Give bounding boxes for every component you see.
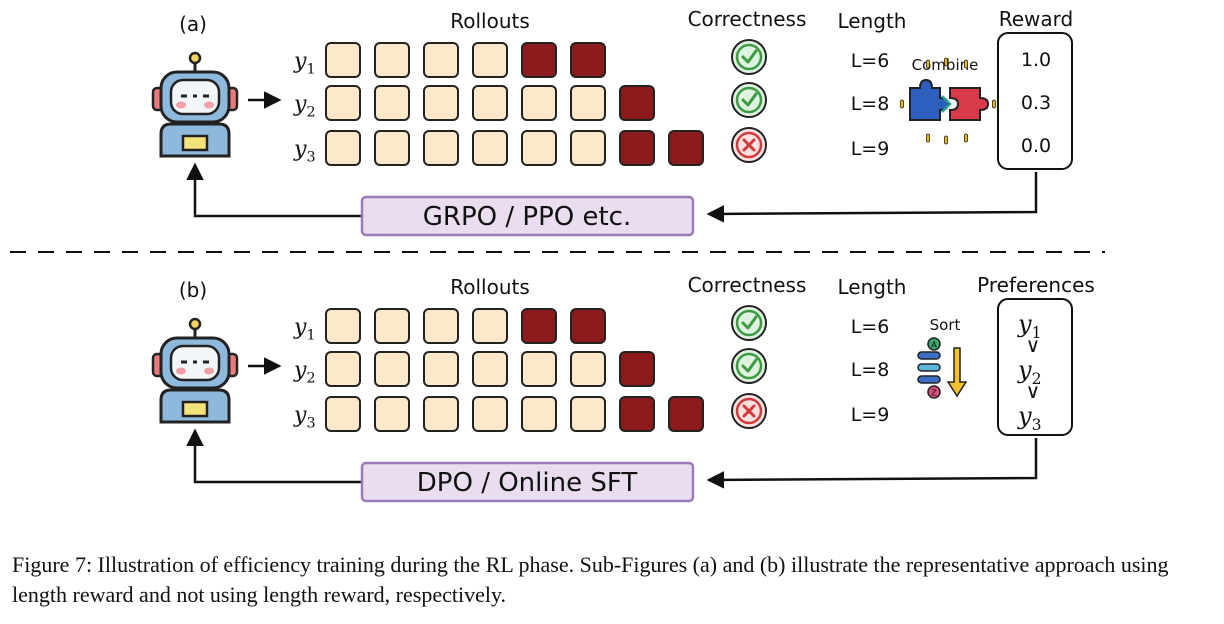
token-cell [424, 86, 458, 120]
token-cell [375, 86, 409, 120]
check-icon [732, 306, 766, 340]
token-cell [522, 131, 556, 165]
token-cell-incorrect [620, 86, 654, 120]
cross-icon [732, 394, 766, 428]
robot-icon [153, 53, 237, 156]
token-cell [424, 309, 458, 343]
token-cell [473, 397, 507, 431]
length-value: L=9 [851, 404, 890, 426]
length-value: L=6 [851, 50, 890, 72]
token-cell-incorrect [620, 397, 654, 431]
length-value: L=8 [851, 359, 890, 381]
correctness-title: Correctness [688, 7, 807, 31]
token-cell-incorrect [571, 309, 605, 343]
token-cell [473, 86, 507, 120]
robot-icon [153, 319, 237, 422]
token-cell [326, 86, 360, 120]
update-arrow [195, 432, 362, 482]
check-icon [732, 40, 766, 74]
reward-value: 0.0 [1021, 135, 1051, 157]
rollout-label: y3 [293, 137, 316, 166]
length-value: L=8 [851, 93, 890, 115]
rollout-label: y1 [293, 49, 316, 78]
rollout-label: y2 [293, 92, 316, 121]
token-cell [326, 352, 360, 386]
token-cell [571, 352, 605, 386]
token-cell [375, 397, 409, 431]
panel-b: (b) Rollouts Correctness Length Preferences y… [153, 273, 1095, 501]
method-label: DPO / Online SFT [417, 468, 638, 498]
sort-icon: AZ [918, 338, 966, 398]
right-column-title: Reward [999, 7, 1073, 31]
token-cell-incorrect [522, 309, 556, 343]
token-cell [326, 397, 360, 431]
token-cell [571, 86, 605, 120]
preference-separator: ∨ [1026, 333, 1041, 357]
feedback-arrow [710, 438, 1036, 480]
right-column-box [998, 299, 1072, 435]
reward-value: 0.3 [1021, 92, 1051, 114]
update-arrow [195, 166, 362, 216]
preference-separator: ∨ [1026, 379, 1041, 403]
panel-label: (a) [179, 12, 207, 36]
token-cell [473, 309, 507, 343]
length-value: L=9 [851, 138, 890, 160]
token-cell [424, 352, 458, 386]
rollout-label: y3 [293, 403, 316, 432]
reward-value: 1.0 [1021, 49, 1051, 71]
rollout-label: y2 [293, 358, 316, 387]
check-icon [732, 349, 766, 383]
feedback-arrow [710, 172, 1036, 214]
token-cell [522, 86, 556, 120]
panel-label: (b) [179, 278, 207, 302]
token-cell [375, 352, 409, 386]
token-cell [375, 43, 409, 77]
middle-label: Sort [930, 316, 961, 334]
token-cell [424, 43, 458, 77]
token-cell-incorrect [669, 131, 703, 165]
token-cell [326, 309, 360, 343]
token-cell-incorrect [620, 352, 654, 386]
token-cell [326, 131, 360, 165]
token-cell [424, 397, 458, 431]
cross-icon [732, 128, 766, 162]
figure-caption: Figure 7: Illustration of efficiency tra… [12, 550, 1217, 610]
correctness-title: Correctness [688, 273, 807, 297]
svg-text:A: A [931, 341, 937, 350]
token-cell [522, 397, 556, 431]
token-cell [375, 131, 409, 165]
token-cell [473, 43, 507, 77]
token-cell [571, 131, 605, 165]
svg-text:Z: Z [931, 389, 937, 398]
token-cell [473, 131, 507, 165]
token-cell-incorrect [669, 397, 703, 431]
token-cell [375, 309, 409, 343]
length-title: Length [838, 9, 907, 33]
rollouts-title: Rollouts [450, 275, 530, 299]
token-cell [424, 131, 458, 165]
length-value: L=6 [851, 316, 890, 338]
token-cell [326, 43, 360, 77]
method-label: GRPO / PPO etc. [423, 202, 631, 232]
rollouts-title: Rollouts [450, 9, 530, 33]
rollout-label: y1 [293, 315, 316, 344]
token-cell-incorrect [522, 43, 556, 77]
check-icon [732, 83, 766, 117]
token-cell [522, 352, 556, 386]
token-cell [473, 352, 507, 386]
token-cell [571, 397, 605, 431]
length-title: Length [838, 275, 907, 299]
panel-a: (a) Rollouts Correctness Length Reward y1 L=6 y… [153, 7, 1073, 235]
right-column-title: Preferences [977, 273, 1095, 297]
token-cell-incorrect [620, 131, 654, 165]
token-cell-incorrect [571, 43, 605, 77]
